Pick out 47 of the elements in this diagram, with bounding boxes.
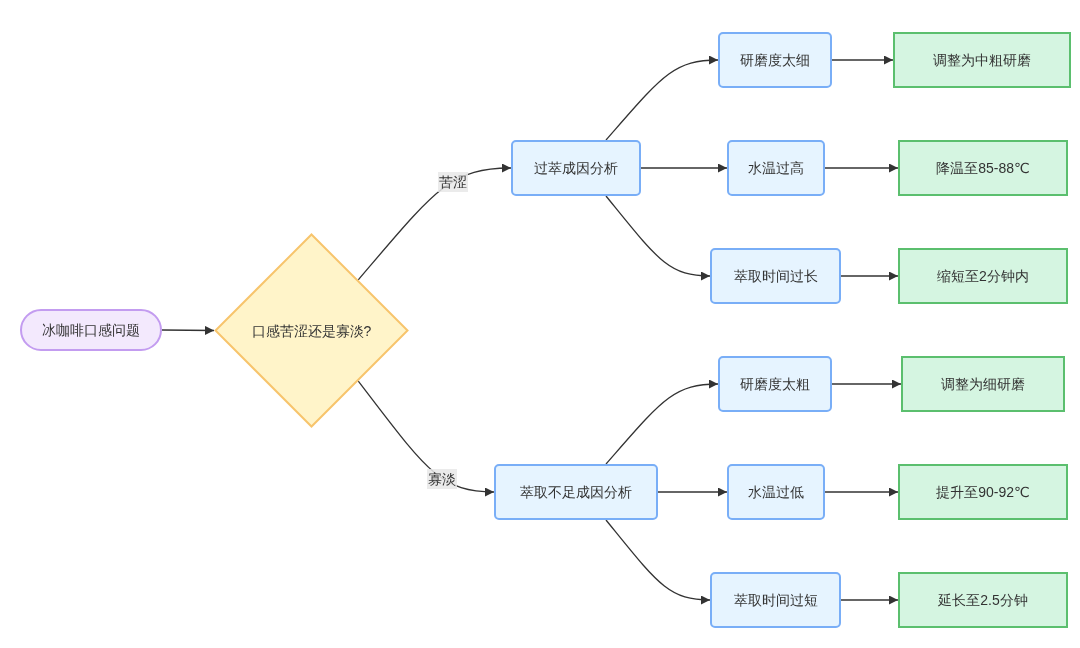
node-label: 水温过低 <box>748 483 804 501</box>
arrow <box>657 487 728 497</box>
node-label: 缩短至2分钟内 <box>937 267 1029 285</box>
decision-diamond <box>214 233 409 428</box>
node-label: 萃取不足成因分析 <box>520 483 632 501</box>
solution-box <box>898 248 1068 304</box>
node-label: 研磨度太细 <box>740 51 810 69</box>
node-label: 萃取时间过短 <box>733 591 818 609</box>
solution-box <box>898 464 1068 520</box>
arrow <box>605 55 719 141</box>
arrow <box>605 379 719 465</box>
arrow <box>640 163 728 173</box>
analysis-box <box>494 464 658 520</box>
arrow <box>840 271 899 281</box>
node-label: 口感苦涩还是寡淡? <box>251 321 372 340</box>
solution-box <box>898 140 1068 196</box>
arrow <box>840 595 899 605</box>
node-label: 提升至90-92℃ <box>936 483 1030 501</box>
edge-label: 苦涩 <box>437 171 468 192</box>
arrow <box>824 487 899 497</box>
start-pill <box>20 309 162 351</box>
solution-box <box>898 572 1068 628</box>
analysis-box <box>511 140 641 196</box>
node-label: 过萃成因分析 <box>534 159 618 177</box>
edge-label: 寡淡 <box>427 468 458 489</box>
arrow <box>831 379 902 389</box>
node-label: 研磨度太粗 <box>740 375 810 393</box>
arrow <box>824 163 899 173</box>
node-label: 调整为细研磨 <box>941 375 1025 393</box>
arrow <box>605 195 711 281</box>
node-label: 萃取时间过长 <box>733 267 818 285</box>
cause-box <box>718 356 832 412</box>
node-label: 冰咖啡口感问题 <box>42 321 140 339</box>
solution-box <box>893 32 1071 88</box>
arrow <box>831 55 894 65</box>
cause-box <box>718 32 832 88</box>
arrow <box>161 325 215 335</box>
node-label: 降温至85-88℃ <box>936 159 1030 177</box>
cause-box <box>727 464 825 520</box>
node-label: 调整为中粗研磨 <box>933 51 1031 69</box>
cause-box <box>710 248 841 304</box>
node-label: 延长至2.5分钟 <box>938 591 1028 609</box>
arrow <box>605 519 711 605</box>
cause-box <box>727 140 825 196</box>
solution-box <box>901 356 1065 412</box>
node-label: 水温过高 <box>748 159 804 177</box>
cause-box <box>710 572 841 628</box>
